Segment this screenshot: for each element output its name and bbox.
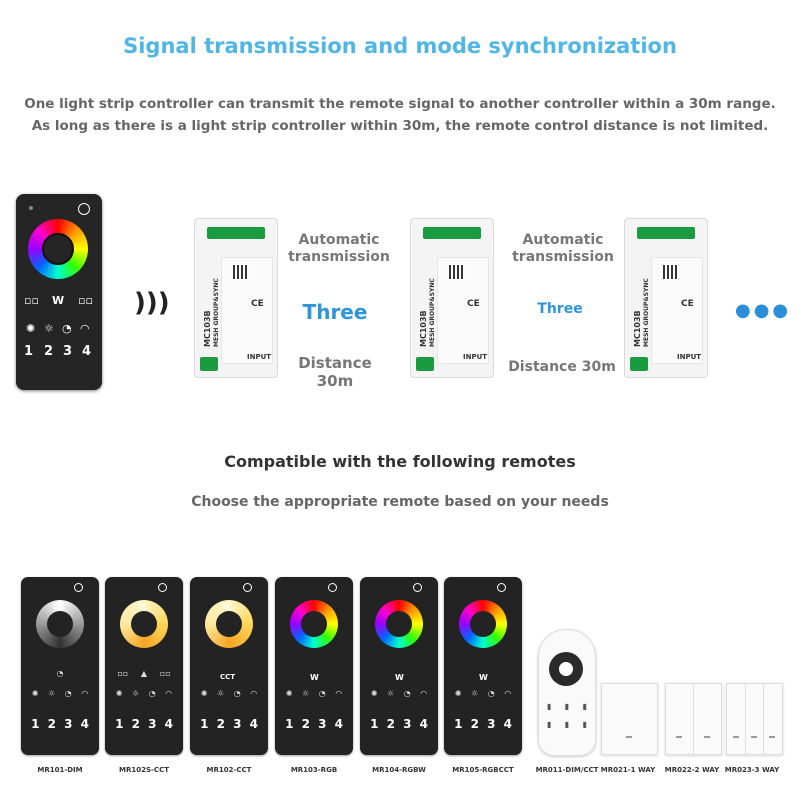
power-icon (158, 583, 167, 592)
controller-subtitle: MESH GROUP&SYNC (643, 278, 650, 347)
brightness-up-icon: ▫▫ (78, 294, 93, 307)
num-1: 1 (24, 344, 34, 359)
description-line-1: One light strip controller can transmit … (24, 96, 776, 112)
input-label: INPUT (463, 353, 488, 361)
white-button: W (310, 673, 319, 682)
more-dots: ●●● (735, 300, 792, 321)
power-icon (413, 583, 422, 592)
power-icon (497, 583, 506, 592)
controller-subtitle: MESH GROUP&SYNC (213, 278, 220, 347)
color-wheel (459, 600, 507, 648)
mode-icon: ◔ (62, 322, 72, 335)
controller-model: MC103B (633, 310, 642, 347)
white-button: W (395, 673, 404, 682)
controller-1: CE MC103B MESH GROUP&SYNC INPUT (194, 218, 278, 378)
qr-code (663, 265, 679, 279)
output-terminal (207, 227, 265, 239)
distance-label-1-line-2: 30m (316, 372, 354, 390)
output-terminal (637, 227, 695, 239)
input-label: INPUT (247, 353, 272, 361)
input-terminal (200, 357, 218, 371)
cct-wheel (205, 600, 253, 648)
white-button: W (52, 294, 65, 307)
power-icon (74, 583, 83, 592)
color-wheel (28, 219, 88, 279)
speed-icon: ◠ (80, 322, 90, 335)
power-icon (328, 583, 337, 592)
color-wheel (375, 600, 423, 648)
input-label: INPUT (677, 353, 702, 361)
signal-waves-icon: ))) (134, 288, 170, 318)
color-wheel (290, 600, 338, 648)
remote-model-mr101: MR101-DIM (37, 766, 83, 774)
wall-switch-3-way (726, 683, 783, 755)
cct-wheel (120, 600, 168, 648)
cct-button: CCT (220, 673, 236, 681)
description-line-2: As long as there is a light strip contro… (31, 118, 769, 134)
sun-small-icon: ☼ (44, 322, 54, 335)
auto-transmission-label-1: Automatic transmission (288, 232, 390, 265)
remote-model-mr103: MR103-RGB (290, 766, 338, 774)
controller-model: MC103B (419, 310, 428, 347)
three-label-1: Three (302, 300, 368, 324)
three-label-2: Three (537, 301, 583, 317)
section-subtitle: Choose the appropriate remote based on y… (191, 494, 609, 510)
num-2: 2 (44, 344, 54, 359)
distance-label-2: Distance 30m (508, 359, 616, 375)
remote-model-mr022: MR022-2 WAY (664, 766, 720, 774)
controller-subtitle: MESH GROUP&SYNC (429, 278, 436, 347)
remote-model-mr011: MR011-DIM/CCT (535, 766, 599, 774)
num-3: 3 (63, 344, 73, 359)
indicator-led (29, 206, 33, 210)
cct-badge: TC (222, 603, 232, 611)
cct-badge: TC (137, 603, 147, 611)
remote-model-mr021: MR021-1 WAY (600, 766, 656, 774)
ce-mark: CE (681, 299, 694, 309)
qr-code (233, 265, 249, 279)
dim-wheel (36, 600, 84, 648)
touch-ring (549, 652, 583, 686)
ce-mark: CE (251, 299, 264, 309)
controller-3: CE MC103B MESH GROUP&SYNC INPUT (624, 218, 708, 378)
white-button: W (479, 673, 488, 682)
remote-mr011: ▮▮▮ ▮▮▮ (538, 629, 596, 756)
speed-icon: ◔ (56, 669, 64, 678)
remote-model-mr102s: MR102S-CCT (119, 766, 169, 774)
remote-model-mr104: MR104-RGBW (372, 766, 426, 774)
brightness-down-icon: ▫▫ (24, 294, 39, 307)
sun-icon: ✺ (26, 322, 36, 335)
input-terminal (630, 357, 648, 371)
remote-control: ▫▫ W ▫▫ ✺ ☼ ◔ ◠ 1 2 3 4 (16, 194, 102, 390)
controller-2: CE MC103B MESH GROUP&SYNC INPUT (410, 218, 494, 378)
input-terminal (416, 357, 434, 371)
wall-switch-2-way (665, 683, 722, 755)
distance-label-1-line-1: Distance (298, 354, 372, 372)
page-title: Signal transmission and mode synchroniza… (123, 34, 677, 58)
dim-badge: DC (53, 603, 64, 611)
section-title: Compatible with the following remotes (224, 452, 576, 471)
remote-model-mr023: MR023-3 WAY (724, 766, 780, 774)
power-icon (243, 583, 252, 592)
auto-transmission-label-2: Automatic transmission (512, 232, 614, 265)
ce-mark: CE (467, 299, 480, 309)
num-4: 4 (82, 344, 92, 359)
output-terminal (423, 227, 481, 239)
qr-code (449, 265, 465, 279)
power-icon (78, 203, 90, 215)
remote-model-mr102: MR102-CCT (206, 766, 252, 774)
controller-model: MC103B (203, 310, 212, 347)
wall-switch-1-way (601, 683, 658, 755)
remote-model-mr105: MR105-RGBCCT (452, 766, 514, 774)
